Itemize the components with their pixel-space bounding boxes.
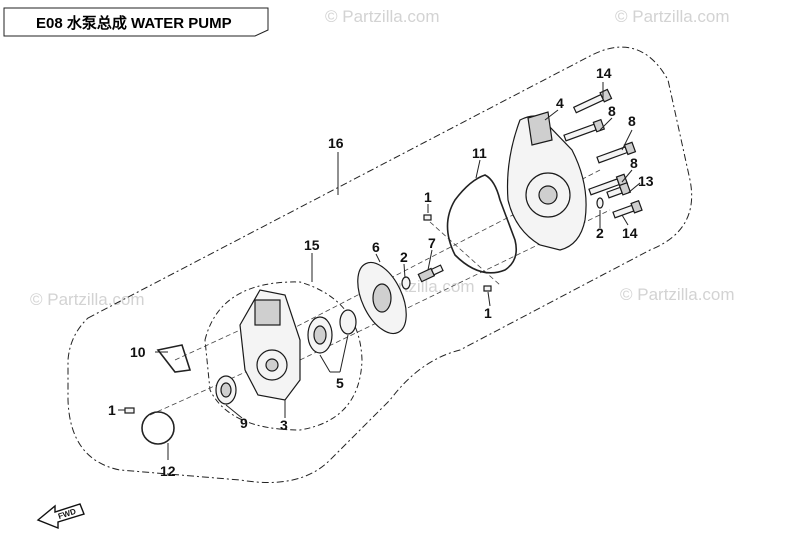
washer-part — [401, 276, 411, 290]
leader-lines — [118, 82, 641, 460]
bolts-group — [563, 88, 643, 219]
seal-part — [339, 309, 357, 335]
o-ring-part — [156, 344, 192, 373]
dowel-pin-part — [423, 214, 432, 221]
callout-1: 1 — [484, 305, 492, 321]
callout-2: 2 — [596, 225, 604, 241]
callout-6: 6 — [372, 239, 380, 255]
callout-5: 5 — [336, 375, 344, 391]
callout-1: 1 — [108, 402, 116, 418]
callout-10: 10 — [130, 344, 146, 360]
callout-14: 14 — [596, 65, 612, 81]
watermark: © Partzilla.com — [325, 7, 440, 26]
title-frame — [3, 7, 269, 37]
callout-8: 8 — [630, 155, 638, 171]
dowel-pin-part — [124, 407, 135, 414]
impeller-part — [357, 261, 407, 335]
seal-inner — [313, 325, 327, 345]
callout-13: 13 — [638, 173, 654, 189]
dowel-pin-part — [483, 285, 492, 292]
callout-8: 8 — [608, 103, 616, 119]
subassembly-boundary — [204, 281, 363, 431]
watermark: © Partzilla.com — [615, 7, 730, 26]
callout-15: 15 — [304, 237, 320, 253]
forward-arrow-icon: FWD — [36, 503, 85, 530]
callout-8: 8 — [628, 113, 636, 129]
diagram-title: E08 水泵总成 WATER PUMP — [36, 14, 232, 32]
callout-11: 11 — [472, 145, 487, 161]
washer-part — [596, 197, 604, 209]
watermark: © Partzilla.com — [30, 290, 145, 309]
callout-16: 16 — [328, 135, 344, 151]
impeller-bolt-part — [417, 264, 444, 283]
pump-cover-part — [506, 111, 587, 251]
callout-9: 9 — [240, 415, 248, 431]
callout-12: 12 — [160, 463, 176, 479]
callout-7: 7 — [428, 235, 436, 251]
bearing-inner — [220, 382, 232, 398]
callout-4: 4 — [556, 95, 564, 111]
watermark: © Partzilla.com — [620, 285, 735, 304]
callout-1: 1 — [424, 189, 432, 205]
callout-2: 2 — [400, 249, 408, 265]
callout-14: 14 — [622, 225, 638, 241]
o-ring-part — [141, 411, 175, 445]
callout-3: 3 — [280, 417, 288, 433]
pump-body-part — [239, 289, 301, 401]
cover-gasket-part — [446, 174, 518, 274]
